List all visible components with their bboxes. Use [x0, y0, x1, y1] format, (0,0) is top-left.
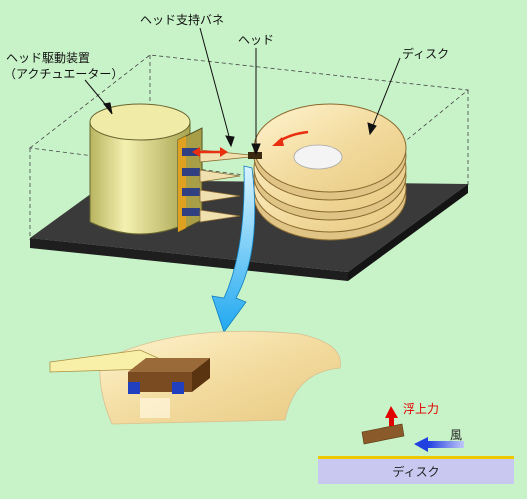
lift-label: 浮上力: [403, 402, 439, 416]
actuator: [89, 103, 203, 235]
inset-head-slider: [361, 423, 405, 445]
head-spring-label: ヘッド支持バネ: [140, 12, 224, 27]
disk-label: ディスク: [402, 46, 449, 61]
lift-inset: ディスク 浮上力 風: [318, 402, 514, 484]
head-slider: [248, 152, 262, 159]
head-label: ヘッド: [238, 33, 274, 47]
actuator-label-line2: （アクチュエーター）: [4, 67, 123, 81]
leader-lines: [84, 27, 401, 156]
slider-top: [128, 358, 210, 372]
disk-stack: [253, 103, 407, 241]
lift-arrow: [385, 406, 398, 426]
labels: ヘッド駆動装置 （アクチュエーター） ヘッド支持バネ ヘッド ディスク: [4, 12, 449, 81]
callout-arrow: [211, 165, 256, 333]
hdd-scene: [28, 54, 469, 333]
slider-side: [192, 358, 210, 392]
inset-disk: [318, 458, 514, 484]
wind-label: 風: [450, 428, 462, 442]
slider-pad-left: [128, 382, 140, 394]
actuator-label-line1: ヘッド駆動装置: [6, 51, 90, 65]
zoomed-head-detail: [49, 330, 341, 425]
wind-arrow: [414, 437, 464, 452]
inset-disk-label: ディスク: [392, 464, 439, 479]
slider-pad-right: [172, 382, 184, 394]
rotation-arrow: [272, 137, 284, 146]
head-arms: [192, 147, 262, 223]
